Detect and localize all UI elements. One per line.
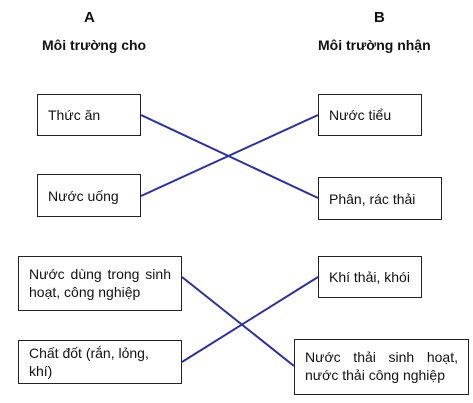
column-a-title: Môi trường cho <box>42 37 147 53</box>
sink-box-urine: Nước tiểu <box>318 94 422 136</box>
column-a-letter: A <box>84 9 95 26</box>
source-box-fuel: Chất đốt (rắn, lỏng, khí) <box>18 340 182 384</box>
source-box-food: Thức ăn <box>37 94 141 136</box>
connection-line-3 <box>181 276 295 367</box>
sink-box-waste: Phân, rác thải <box>318 177 442 220</box>
sink-label-wastewater: Nước thải sinh hoạt, nước thải công nghi… <box>305 349 458 383</box>
connection-line-4 <box>181 276 319 363</box>
sink-box-wastewater: Nước thải sinh hoạt, nước thải công nghi… <box>294 339 469 395</box>
sink-label-exhaust: Khí thải, khói <box>329 269 410 285</box>
connection-line-2 <box>140 114 319 197</box>
source-label-household-water: Nước dùng trong sinh hoạt, công nghiệp <box>29 266 171 300</box>
source-box-drinking-water: Nước uống <box>37 174 141 217</box>
sink-label-urine: Nước tiểu <box>329 107 392 123</box>
source-label-drinking-water: Nước uống <box>48 187 119 204</box>
sink-box-exhaust: Khí thải, khói <box>318 256 422 298</box>
column-b-title: Môi trường nhận <box>318 37 431 53</box>
source-label-fuel: Chất đốt (rắn, lỏng, khí) <box>29 345 149 379</box>
sink-label-waste: Phân, rác thải <box>329 190 416 207</box>
column-b-letter: B <box>374 9 385 26</box>
source-label-food: Thức ăn <box>48 107 101 123</box>
source-box-household-water: Nước dùng trong sinh hoạt, công nghiệp <box>18 256 182 311</box>
